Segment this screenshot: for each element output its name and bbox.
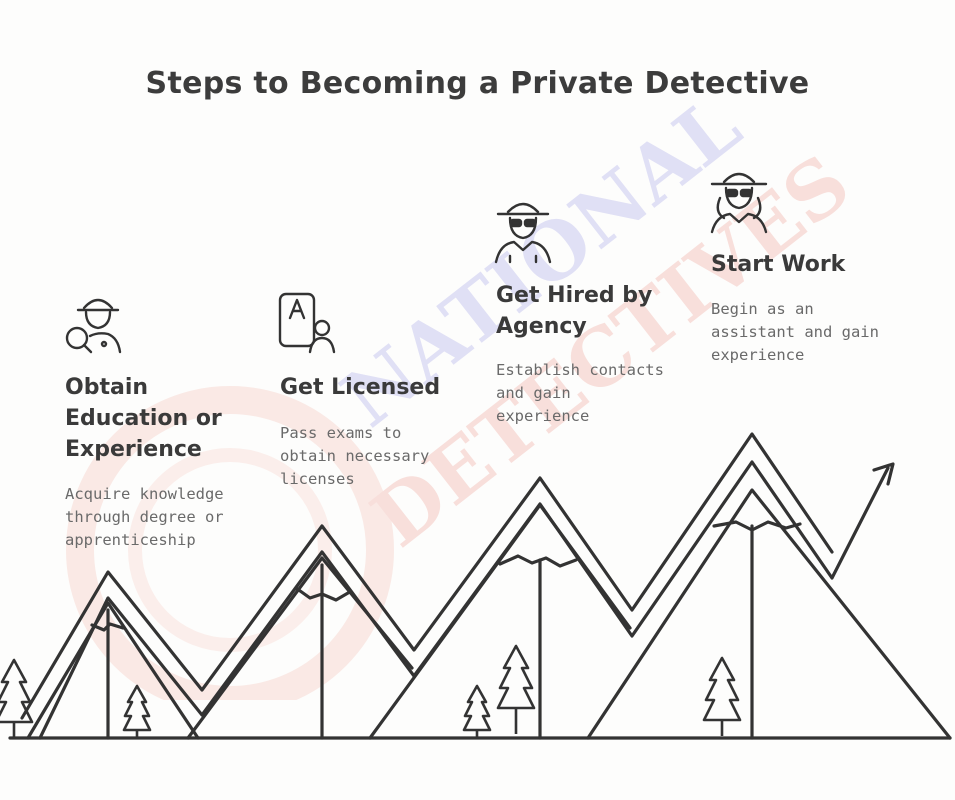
step-4-description-line: assistant and gain [711, 323, 879, 341]
snowcap-4 [712, 520, 802, 532]
step-3-title-line: Get Hired by [496, 283, 653, 308]
arrow-head-icon [872, 462, 895, 486]
tree-icon [702, 656, 742, 736]
mountain-2 [186, 556, 414, 740]
mountain-4 [586, 488, 952, 740]
step-4-description: Begin as an assistant and gain experienc… [711, 298, 879, 367]
step-2-title: Get Licensed [280, 372, 440, 403]
step-1-title: Obtain Education or Experience [65, 372, 222, 465]
step-4-description-line: experience [711, 346, 805, 364]
step-3-description: Establish contacts and gain experience [496, 359, 664, 428]
step-3-description-line: Establish contacts [496, 361, 664, 379]
tree-icon [496, 644, 536, 734]
tree-icon [122, 684, 152, 738]
step-2-description-line: Pass exams to [280, 424, 402, 442]
step-1-description-line: through degree or [65, 508, 224, 526]
step-1-description-line: Acquire knowledge [65, 485, 224, 503]
step-1-title-line: Experience [65, 437, 202, 462]
zigzag-path-inner [38, 460, 890, 740]
step-1-description: Acquire knowledge through degree or appr… [65, 483, 224, 552]
step-1-title-line: Obtain [65, 375, 149, 400]
agent-hat-icon [494, 202, 552, 264]
step-3-description-line: experience [496, 407, 590, 425]
detective-magnifier-icon [65, 298, 122, 354]
detective-hat-icon [710, 172, 768, 234]
step-3-title: Get Hired by Agency [496, 280, 652, 342]
step-2-description-line: obtain necessary [280, 447, 430, 465]
step-1-title-line: Education or [65, 406, 222, 431]
step-4-title: Start Work [711, 249, 845, 280]
step-2-description: Pass exams to obtain necessary licenses [280, 422, 429, 491]
step-3-description-line: and gain [496, 384, 571, 402]
step-2-title-line: Get Licensed [280, 375, 441, 400]
page-title: Steps to Becoming a Private Detective [145, 66, 810, 101]
tree-icon [0, 658, 34, 738]
tree-icon [462, 684, 492, 738]
license-card-icon [278, 292, 336, 354]
step-3-title-line: Agency [496, 314, 587, 339]
zigzag-path-outer [20, 432, 834, 720]
mountain-1 [26, 601, 200, 740]
step-4-description-line: Begin as an [711, 300, 814, 318]
step-2-description-line: licenses [280, 470, 355, 488]
step-4-title-line: Start Work [711, 252, 846, 277]
step-1-description-line: apprenticeship [65, 531, 196, 549]
snowcap-3 [498, 554, 578, 568]
